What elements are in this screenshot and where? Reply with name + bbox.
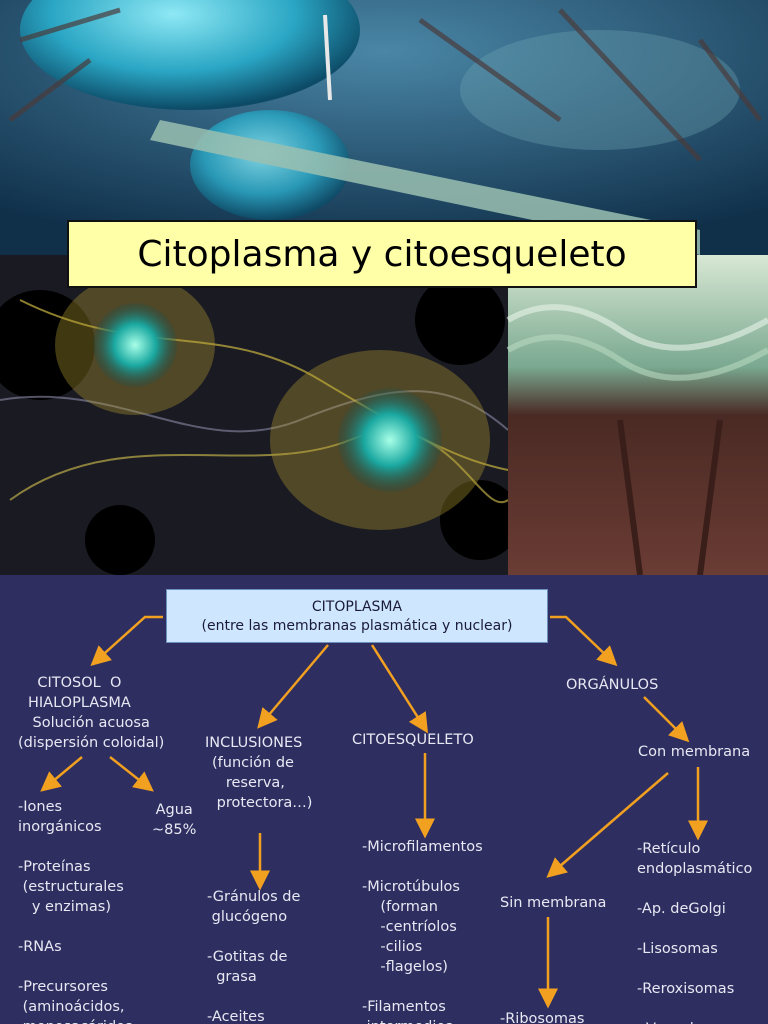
arrow-root-to-citosol [90,615,163,667]
citosol-heading: CITOSOL O HIALOPLASMA [28,675,131,711]
cell-illustration [0,0,768,575]
sin-membrana-list: -Ribosomas [500,1011,585,1024]
inclusiones-desc: (función de reserva, protectora…) [212,755,313,811]
concept-map: CITOPLASMA (entre las membranas plasmáti… [0,575,768,1024]
arrow-root-to-inclusiones [257,644,329,729]
arrow-organulos-to-con [643,696,690,743]
slide-title: Citoplasma y citoesqueleto [67,220,697,288]
arrow-root-to-citoesqueleto [370,644,429,734]
citoesqueleto-heading: CITOESQUELETO [352,732,474,748]
citosol-desc: Solución acuosa (dispersión coloidal) [18,715,165,751]
arrow-root-to-organulos [550,615,618,667]
inclusiones-heading: INCLUSIONES [205,735,303,751]
root-node-citoplasma: CITOPLASMA (entre las membranas plasmáti… [166,589,548,643]
citosol-component-list: -Iones inorgánicos -Proteínas (estructur… [18,799,133,1024]
citoesqueleto-list: -Microfilamentos -Microtúbulos (forman -… [362,839,483,1024]
root-node-subtitle: (entre las membranas plasmática y nuclea… [201,618,513,634]
con-membrana-list: -Retículo endoplasmático -Ap. deGolgi -L… [637,841,753,1024]
arrow-con-to-sin [546,772,669,878]
arrow-citosol-to-iones [40,756,83,792]
con-membrana-node: Con membrana [638,744,751,760]
header-image-area: Citoplasma y citoesqueleto [0,0,768,575]
agua-node: Agua ~85% [152,802,197,838]
arrow-citosol-to-agua [109,756,154,792]
organulos-heading: ORGÁNULOS [566,677,659,693]
inclusiones-list: -Gránulos de glucógeno -Gotitas de grasa… [207,889,301,1024]
arrow-layer [40,615,708,1009]
sin-membrana-node: Sin membrana [500,895,607,911]
root-node-title: CITOPLASMA [311,599,403,615]
